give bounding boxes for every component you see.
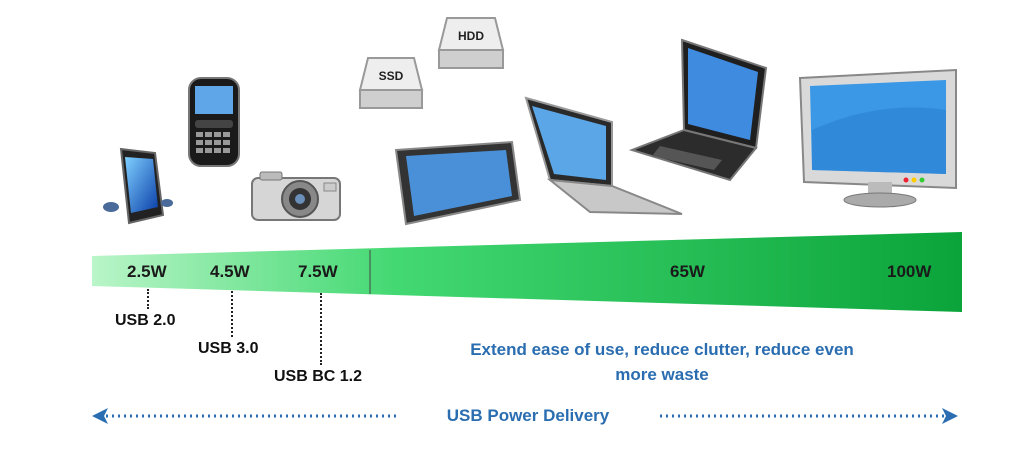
caption-line-2: more waste: [615, 365, 709, 384]
usb-power-delivery-label: USB Power Delivery: [446, 406, 610, 425]
usb-2-0-label: USB 2.0: [115, 312, 176, 329]
power-label-100w: 100W: [887, 262, 932, 281]
usb3-leader-line: [231, 291, 233, 337]
ssd-label: SSD: [379, 69, 404, 83]
smartphone-icon: [103, 147, 173, 225]
caption-line-1: Extend ease of use, reduce clutter, redu…: [470, 340, 854, 359]
laptop-icon: [628, 38, 768, 182]
ultrabook-laptop-icon: [524, 96, 683, 215]
power-label-2-5w: 2.5W: [127, 262, 167, 281]
power-label-7-5w: 7.5W: [298, 262, 338, 281]
ssd-drive-icon: SSD: [358, 57, 424, 109]
usb-bc-leader-line: [320, 293, 322, 365]
power-label-4-5w: 4.5W: [210, 262, 250, 281]
monitor-icon: [798, 68, 957, 208]
camera-icon: [251, 171, 341, 221]
power-label-65w: 65W: [670, 262, 705, 281]
hdd-drive-icon: HDD: [437, 17, 505, 69]
hdd-label: HDD: [458, 29, 484, 43]
usb-bc-1-2-label: USB BC 1.2: [274, 368, 363, 385]
usb2-leader-line: [147, 289, 149, 309]
blackberry-phone-icon: [188, 77, 240, 167]
caption-text: Extend ease of use, reduce clutter, redu…: [440, 337, 884, 387]
usb-3-0-label: USB 3.0: [198, 340, 259, 357]
tablet-icon: [394, 140, 522, 226]
